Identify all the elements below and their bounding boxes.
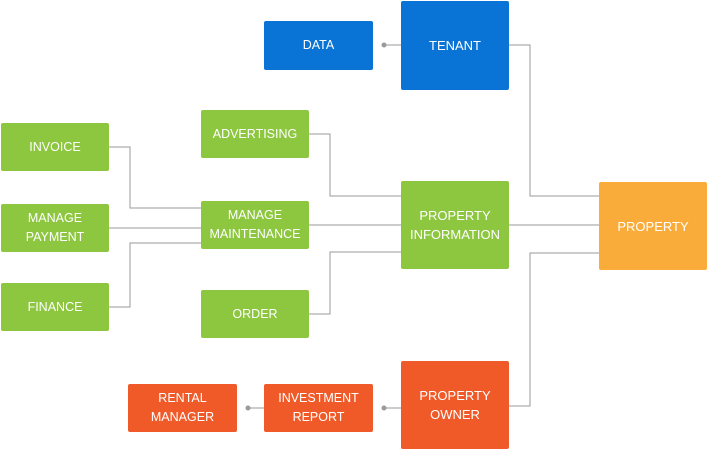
connector-tenant-property xyxy=(509,44,599,197)
connector-invoice-maintenance xyxy=(109,146,201,209)
connector-advertising-info xyxy=(309,133,401,197)
node-tenant[interactable]: TENANT xyxy=(401,1,509,90)
connector-owner-property xyxy=(509,252,599,407)
connector-dot-investment xyxy=(381,405,387,411)
node-manage-payment[interactable]: MANAGE PAYMENT xyxy=(1,204,109,252)
node-data[interactable]: DATA xyxy=(264,21,373,70)
node-property-owner[interactable]: PROPERTY OWNER xyxy=(401,361,509,449)
node-manage-maintenance[interactable]: MANAGE MAINTENANCE xyxy=(201,201,309,249)
node-order[interactable]: ORDER xyxy=(201,290,309,338)
connector-finance-maintenance xyxy=(109,242,201,308)
node-property[interactable]: PROPERTY xyxy=(599,182,707,270)
node-advertising[interactable]: ADVERTISING xyxy=(201,110,309,158)
node-rental-manager[interactable]: RENTAL MANAGER xyxy=(128,384,237,432)
connector-order-info xyxy=(309,251,401,315)
node-invoice[interactable]: INVOICE xyxy=(1,123,109,171)
connector-dot-rental xyxy=(245,405,251,411)
node-property-information[interactable]: PROPERTY INFORMATION xyxy=(401,181,509,269)
node-finance[interactable]: FINANCE xyxy=(1,283,109,331)
connector-dot-data xyxy=(381,42,387,48)
node-investment-report[interactable]: INVESTMENT REPORT xyxy=(264,384,373,432)
